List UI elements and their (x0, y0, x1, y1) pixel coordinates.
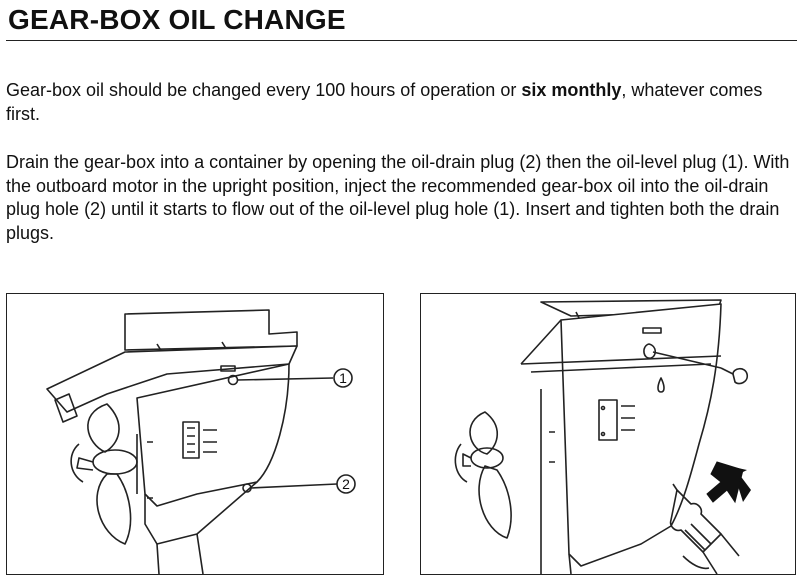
callout-1: 1 (339, 370, 347, 386)
title-rule (6, 40, 797, 41)
instructions-paragraph: Drain the gear-box into a container by o… (6, 152, 790, 243)
oil-filling-drawing (454, 299, 751, 574)
figure-gearbox-plugs: 1 2 (6, 293, 384, 575)
page-title: GEAR-BOX OIL CHANGE (8, 4, 346, 35)
intro-paragraph: Gear-box oil should be changed every 100… (6, 79, 791, 126)
gearbox-drawing: 1 2 (46, 309, 356, 574)
intro-text-end: , whatever comes first. (6, 80, 763, 124)
arrow-up-icon (719, 464, 751, 502)
callout-2: 2 (342, 476, 350, 492)
intro-text-start: Gear-box oil should be changed every 100… (6, 80, 522, 100)
intro-text-bold: six monthly (521, 80, 622, 100)
figure-oil-filling (420, 293, 796, 575)
